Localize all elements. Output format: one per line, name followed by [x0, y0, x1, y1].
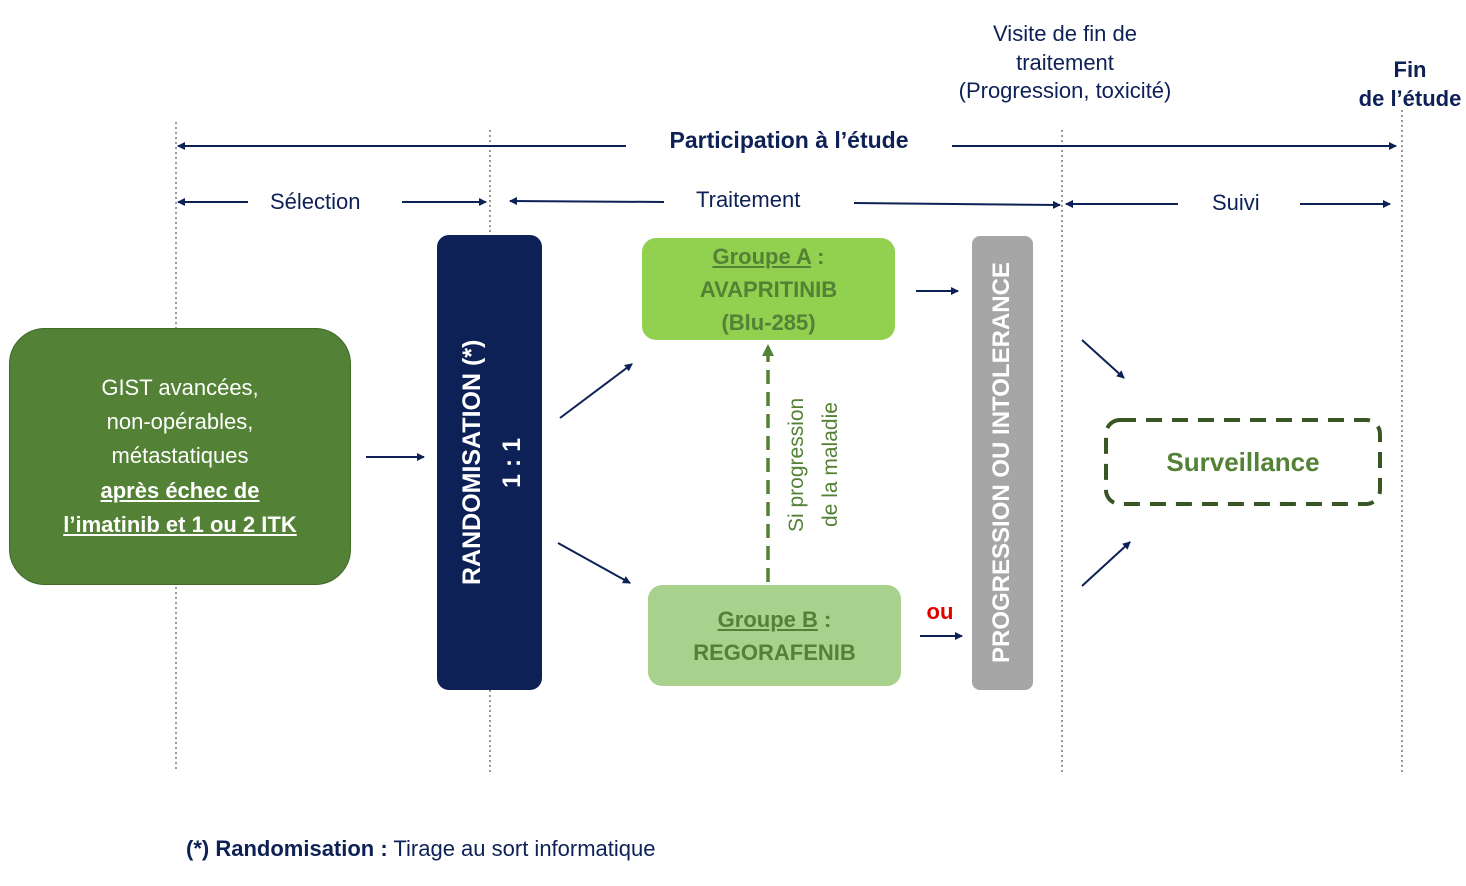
phase-treatment-label: Traitement: [682, 186, 815, 215]
treatment-arrow-left: [509, 197, 665, 206]
randomisation-to-group-b-arrow: [557, 542, 631, 584]
end-treatment-visit-line-1: Visite de fin de: [993, 21, 1137, 46]
progression-box: PROGRESSION OU INTOLERANCE: [972, 236, 1033, 690]
population-line-3: métastatiques: [111, 443, 249, 469]
end-study-line-1: Fin: [1393, 57, 1427, 82]
group-a-code: (Blu-285): [721, 309, 816, 335]
population-underlined-line-1: après échec de: [100, 477, 260, 503]
footnote: (*) Randomisation : Tirage au sort infor…: [186, 835, 656, 864]
participation-label: Participation à l’étude: [626, 126, 952, 156]
phase-selection-label: Sélection: [256, 188, 375, 217]
group-b-heading: Groupe B :: [718, 603, 832, 636]
population-line-2: non-opérables,: [106, 409, 254, 435]
crossover-line-2: de la maladie: [819, 402, 842, 528]
progression-to-surveillance-upper-arrow: [1081, 339, 1125, 379]
phase-followup-label: Suivi: [1198, 189, 1274, 218]
group-a-colon: :: [811, 243, 825, 269]
progression-to-surveillance-lower-arrow: [1081, 541, 1131, 587]
population-underlined-line-2: l’imatinib et 1 ou 2 ITK: [63, 511, 297, 537]
group-a-box: Groupe A : AVAPRITINIB (Blu-285): [642, 238, 895, 340]
group-b-title: Groupe B: [717, 606, 818, 632]
group-a-heading: Groupe A :: [712, 240, 824, 273]
population-box: GIST avancées, non-opérables, métastatiq…: [9, 328, 351, 585]
end-study-line-2: de l’étude: [1358, 85, 1462, 111]
footnote-term: Randomisation :: [215, 836, 388, 861]
surveillance-label: Surveillance: [1166, 447, 1320, 477]
randomisation-title: RANDOMISATION (*): [458, 339, 486, 586]
end-study-label: Fin de l’étude: [1340, 56, 1466, 113]
group-a-title: Groupe A: [712, 243, 812, 269]
footnote-definition: Tirage au sort informatique: [387, 836, 656, 861]
crossover-line-1: Si progression: [785, 397, 808, 533]
end-treatment-visit-line-3: (Progression, toxicité): [958, 78, 1172, 104]
randomisation-to-group-a-arrow: [559, 363, 633, 419]
group-b-drug: REGORAFENIB: [693, 639, 856, 665]
randomisation-ratio: 1 : 1: [498, 437, 526, 488]
group-b-box: Groupe B : REGORAFENIB: [648, 585, 901, 686]
randomisation-box: RANDOMISATION (*) 1 : 1: [437, 235, 542, 690]
surveillance-box: [1104, 418, 1382, 506]
or-label: ou: [926, 599, 954, 624]
crossover-label: Si progression de la maladie: [782, 380, 848, 550]
group-a-drug: AVAPRITINIB: [699, 276, 838, 302]
population-line-1: GIST avancées,: [101, 375, 259, 401]
end-treatment-visit-line-2: traitement: [1016, 49, 1114, 75]
footnote-marker: (*): [186, 836, 210, 861]
progression-label: PROGRESSION OU INTOLERANCE: [988, 262, 1015, 664]
group-b-colon: :: [817, 606, 832, 632]
treatment-arrow-right: [853, 200, 1061, 209]
end-treatment-visit-label: Visite de fin de traitement (Progression…: [930, 20, 1200, 106]
